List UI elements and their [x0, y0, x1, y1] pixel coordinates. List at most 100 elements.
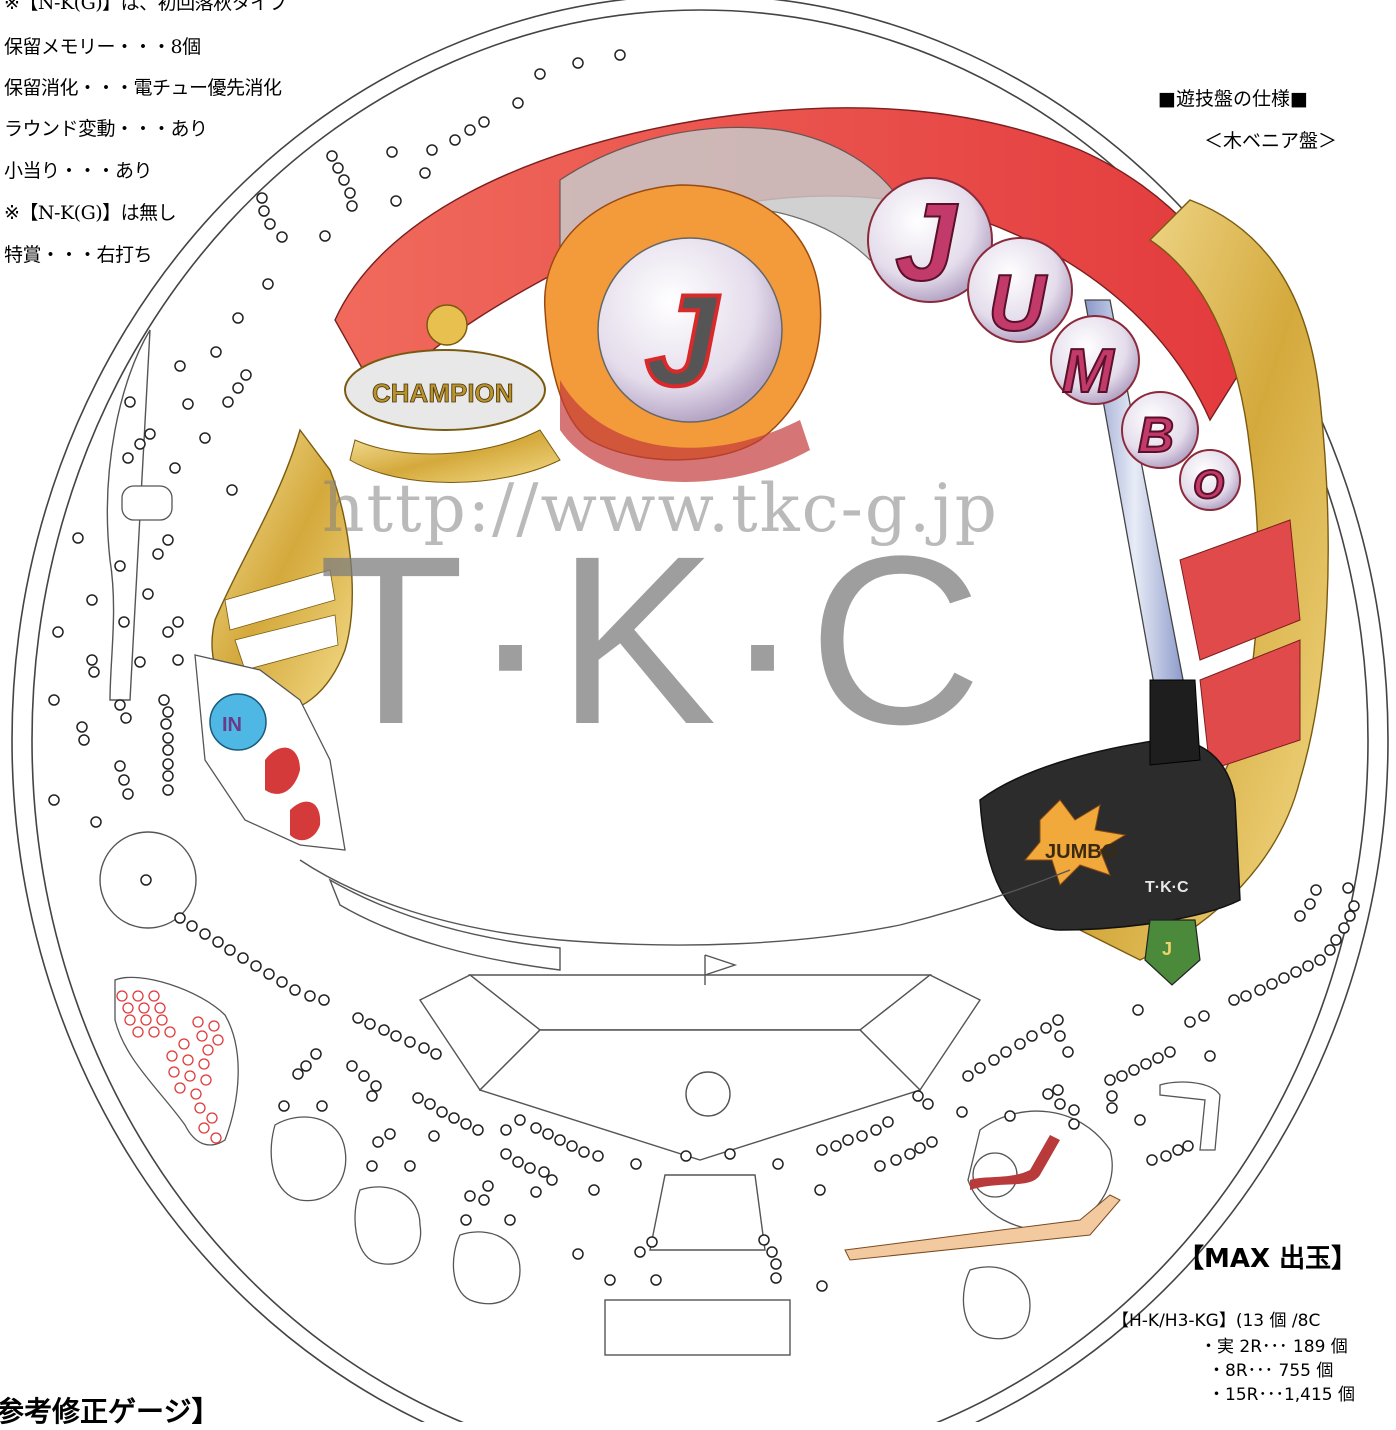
pin: [1132, 1004, 1144, 1016]
pin: [262, 278, 274, 290]
pin: [264, 218, 276, 230]
pins: [48, 49, 1360, 1292]
pin: [436, 1106, 448, 1118]
pin: [240, 369, 252, 381]
pin: [224, 944, 236, 956]
pin: [1068, 1104, 1080, 1116]
note-line: 特賞・・・右打ち: [4, 244, 153, 266]
pin: [478, 116, 490, 128]
pin: [1290, 966, 1302, 978]
pin: [1172, 1144, 1184, 1156]
pin: [1014, 1038, 1026, 1050]
pin: [114, 760, 126, 772]
pin: [1254, 984, 1266, 996]
pin: [142, 588, 154, 600]
jumbo-letter-m: M: [1062, 337, 1115, 406]
pin: [162, 732, 174, 744]
left-leaf-stripes: [224, 569, 339, 671]
pin: [449, 134, 461, 146]
champion-text: CHAMPION: [372, 378, 514, 408]
club-brand-text: T·K·C: [1145, 879, 1189, 896]
golf-club-pocket: [844, 1110, 1121, 1261]
club-burst-icon: [1023, 799, 1127, 886]
pin: [460, 1214, 472, 1226]
pin: [478, 1194, 490, 1206]
pin: [588, 1184, 600, 1196]
pin: [926, 1136, 938, 1148]
board-outline: [11, 0, 1389, 1422]
pin: [276, 976, 288, 988]
pin: [344, 187, 356, 199]
red-pin: [174, 1082, 186, 1094]
red-pin: [208, 1020, 220, 1032]
pin: [922, 1098, 934, 1110]
pin: [554, 1134, 566, 1146]
red-pin: [200, 1074, 212, 1086]
red-pin: [132, 990, 144, 1002]
pin: [1324, 944, 1336, 956]
pin: [1330, 934, 1342, 946]
pin: [424, 1098, 436, 1110]
red-pin: [198, 1122, 210, 1134]
left-slot: [121, 485, 173, 521]
pin: [48, 694, 60, 706]
pin: [512, 1156, 524, 1168]
pin: [86, 594, 98, 606]
pin: [472, 1124, 484, 1136]
pin: [412, 1092, 424, 1104]
pin: [199, 432, 211, 444]
pin: [766, 1246, 778, 1258]
club-badge-j: J: [1162, 939, 1172, 959]
pin: [1146, 1154, 1158, 1166]
red-pin: [156, 1014, 168, 1026]
pin: [418, 1042, 430, 1054]
pin: [1106, 1102, 1118, 1114]
pin: [912, 1090, 924, 1102]
pin: [1266, 978, 1278, 990]
max-output-title: 【MAX 出玉】: [1178, 1244, 1358, 1274]
jumbo-letter-j: J: [895, 181, 959, 304]
champion-plate: CHAMPION: [344, 304, 561, 483]
pin: [174, 912, 186, 924]
note-line: ラウンド変動・・・あり: [4, 118, 208, 140]
pin: [1342, 882, 1354, 894]
pin: [278, 1100, 290, 1112]
pin: [182, 398, 194, 410]
in-pocket: IN: [194, 654, 346, 851]
pin: [1004, 1110, 1016, 1122]
pin: [232, 382, 244, 394]
pin: [1106, 1090, 1118, 1102]
pin: [464, 1190, 476, 1202]
pin: [650, 1274, 662, 1286]
pin: [237, 952, 249, 964]
red-pin-pocket: [114, 976, 239, 1146]
pin: [152, 548, 164, 560]
jumbo-letter-b: B: [1138, 407, 1174, 463]
pin: [186, 920, 198, 932]
pin: [482, 1180, 494, 1192]
gold-swirl-right: [1078, 199, 1329, 961]
pin: [538, 1166, 550, 1178]
note-line: 小当り・・・あり: [4, 160, 153, 182]
pin: [263, 968, 275, 980]
pin: [140, 874, 152, 886]
club-jumbo-logo: JUMBO: [1045, 841, 1117, 863]
red-pin: [166, 1050, 178, 1062]
pin: [464, 124, 476, 136]
pin: [830, 1140, 842, 1152]
pin: [1304, 898, 1316, 910]
pin: [76, 721, 88, 733]
pin: [1040, 1022, 1052, 1034]
jumbo-letter-o: O: [1193, 463, 1224, 507]
red-pin: [194, 1102, 206, 1114]
pin: [384, 1128, 396, 1140]
pin: [318, 994, 330, 1006]
red-pin: [192, 1016, 204, 1028]
pin: [120, 712, 132, 724]
gauge-title: 参考修正ゲージ】: [0, 1395, 220, 1428]
red-pin: [202, 1044, 214, 1056]
pin: [572, 1248, 584, 1260]
pin: [546, 1174, 558, 1186]
pin: [366, 1090, 378, 1102]
center-j-ball: J: [544, 184, 822, 483]
